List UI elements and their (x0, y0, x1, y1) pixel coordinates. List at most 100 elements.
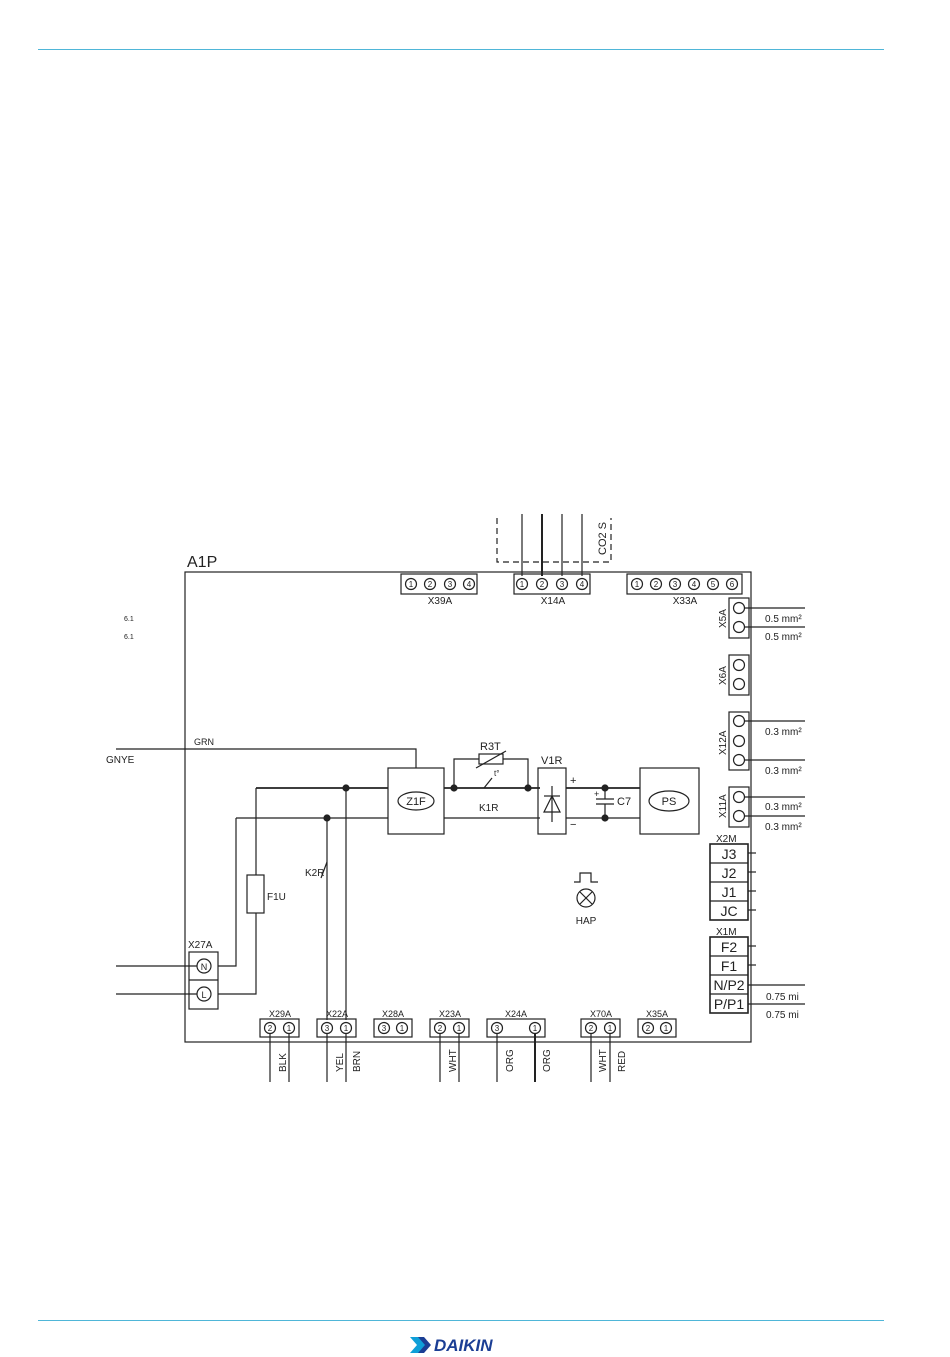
thermistor-r3t: R3T t° (475, 741, 507, 778)
connector-x33a: 1 2 3 4 5 6 X33A (626, 573, 743, 607)
terminal-block-x1m: X1M F2 F1 N/P2 P/P1 (709, 927, 805, 1014)
minus-label: − (570, 819, 576, 831)
power-supply-ps: PS (639, 767, 700, 835)
pin-label: 2 (646, 1024, 651, 1033)
footer-rule (38, 1320, 884, 1321)
terminal-label: N (201, 962, 208, 972)
pin-label: 2 (268, 1024, 273, 1033)
component-label: Z1F (406, 796, 426, 808)
connector-x39a: 1 2 3 4 X39A (400, 573, 478, 607)
connector-label: X1M (716, 927, 737, 938)
pin (732, 677, 746, 691)
connector-x23a: X23A 2 1 (429, 1009, 470, 1038)
pin (687, 577, 701, 591)
logo-mark (418, 1337, 431, 1353)
pin-label: 1 (664, 1024, 669, 1033)
pin-label: 1 (287, 1024, 292, 1033)
wire-size-label: 0.3 mm² (765, 727, 802, 738)
pin-label: 3 (673, 580, 678, 589)
pin-label: 2 (589, 1024, 594, 1033)
terminal-label: P/P1 (714, 996, 745, 1012)
pin-label: 3 (560, 580, 565, 589)
wire-label-grn: GRN (194, 737, 214, 747)
pin (649, 577, 663, 591)
terminal-label: JC (720, 903, 737, 919)
connector-x24a: X24A 3 1 (486, 1009, 546, 1038)
pin (706, 577, 720, 591)
ground-wire (116, 748, 417, 768)
relay-k1r: K1R (479, 777, 498, 814)
terminal-label: J1 (722, 884, 737, 900)
pin-label: 2 (438, 1024, 443, 1033)
connector-label: X28A (382, 1009, 404, 1019)
pin (732, 809, 746, 823)
component-label: PS (662, 796, 677, 808)
pin-label: 3 (325, 1024, 330, 1033)
wire-color-label: ORG (542, 1049, 553, 1072)
pin-label: 2 (428, 580, 433, 589)
pin (404, 577, 418, 591)
connector-x29a: X29A 2 1 (259, 1009, 300, 1038)
connector-x5a: X5A (718, 597, 805, 639)
connector-label: X27A (188, 940, 213, 951)
pin (732, 620, 746, 634)
connector-label: X11A (718, 794, 729, 818)
wire-size-label: 0.3 mm² (765, 822, 802, 833)
capacitor-c7: + C7 (594, 784, 631, 822)
connector-label: X2M (716, 834, 737, 845)
connector-label: X35A (646, 1009, 668, 1019)
connector-x27a: X27A N L (188, 940, 219, 1010)
board-outline (184, 571, 752, 1043)
connector-label: X14A (541, 596, 566, 607)
wire-size-label: 0.3 mm² (765, 766, 802, 777)
connector-label: X12A (718, 730, 729, 755)
connector-label: X70A (590, 1009, 612, 1019)
pin (575, 577, 589, 591)
terminal-label: F2 (721, 939, 738, 955)
connector-x6a: X6A (718, 654, 750, 696)
wire-size-label: 0.75 mi (766, 992, 799, 1003)
noise-filter-z1f: Z1F (387, 767, 445, 835)
led-hap: HAP (574, 872, 598, 927)
pin (515, 577, 529, 591)
pin (462, 577, 476, 591)
pin-label: 6 (730, 580, 735, 589)
component-label: K2R (305, 868, 324, 879)
capacitor-plus-label: + (594, 789, 599, 799)
component-label: V1R (541, 755, 562, 767)
pin-label: 1 (457, 1024, 462, 1033)
connector-label: X29A (269, 1009, 291, 1019)
wire-color-label: ORG (505, 1049, 516, 1072)
connector-label: X33A (673, 596, 698, 607)
pin-label: 4 (692, 580, 697, 589)
connector-label: X24A (505, 1009, 527, 1019)
fuse-f1u: F1U (246, 874, 286, 914)
pin-label: 1 (533, 1024, 538, 1033)
relay-k2r: K2R (305, 861, 328, 879)
pin-label: 5 (711, 580, 716, 589)
terminal-label: N/P2 (713, 977, 744, 993)
co2-sensor-box (496, 518, 612, 563)
pin (732, 790, 746, 804)
pin (732, 753, 746, 767)
pin-label: 3 (382, 1024, 387, 1033)
terminal-label: J2 (722, 865, 737, 881)
wire-size-label: 0.75 mi (766, 1010, 799, 1021)
component-label: C7 (617, 796, 631, 808)
terminal-label: J3 (722, 846, 737, 862)
component-label: F1U (267, 892, 286, 903)
wire-color-label: BRN (352, 1051, 363, 1072)
pin (443, 577, 457, 591)
component-label: K1R (479, 803, 498, 814)
wire-size-label: 0.5 mm² (765, 614, 802, 625)
daikin-logo: DAIKIN (410, 1336, 493, 1355)
connector-label: X39A (428, 596, 453, 607)
reference-label: 6.1 (124, 616, 134, 623)
connector-x70a: X70A 2 1 (580, 1009, 621, 1038)
pin (630, 577, 644, 591)
component-label: R3T (480, 741, 501, 753)
reference-label: 6.1 (124, 634, 134, 641)
connector-x11a: X11A (718, 786, 805, 828)
wire-color-label: BLK (278, 1053, 289, 1072)
